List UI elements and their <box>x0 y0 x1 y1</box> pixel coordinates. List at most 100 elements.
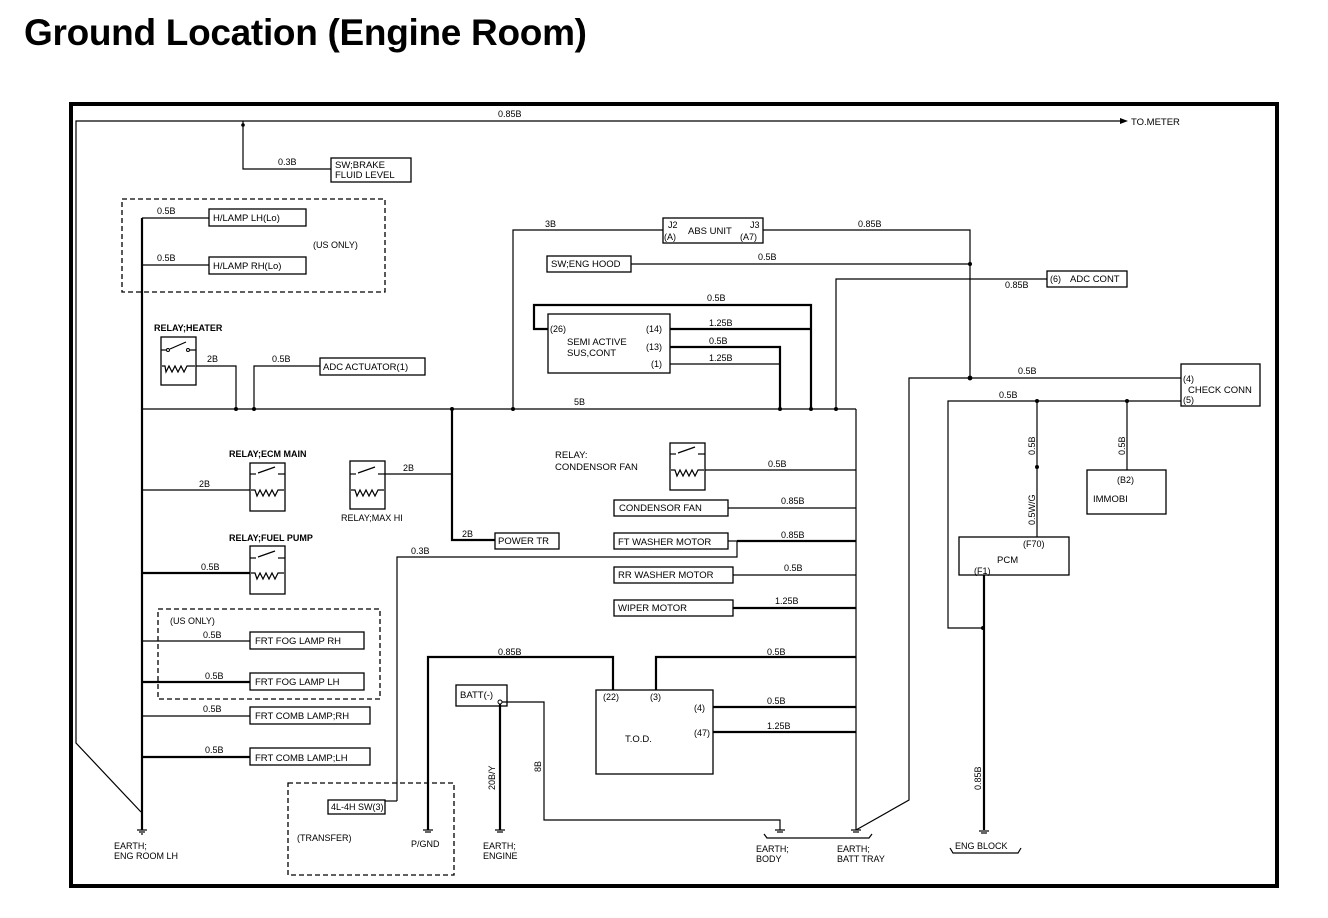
svg-text:RR WASHER MOTOR: RR WASHER MOTOR <box>618 570 714 581</box>
relay-condfan-wire: 0.5B <box>768 459 787 469</box>
svg-text:(F70): (F70) <box>1023 539 1045 549</box>
svg-text:(1): (1) <box>651 359 662 369</box>
batt-20-wire: 20B/Y <box>487 765 497 790</box>
relay-heater-wire: 2B <box>207 354 218 364</box>
tod-unit: (22) (3) (4) (47) T.O.D. <box>595 689 714 775</box>
svg-text:(13): (13) <box>646 342 662 352</box>
svg-text:(47): (47) <box>694 728 710 738</box>
abs-right-wire: 0.85B <box>858 219 882 229</box>
rr-washer-motor: RR WASHER MOTOR <box>613 566 734 584</box>
ft-washer-motor: FT WASHER MOTOR <box>613 532 729 550</box>
brake-fluid-wire: 0.3B <box>241 121 331 170</box>
adc-cont: (6) ADC CONT <box>1046 270 1128 288</box>
svg-text:0.5B: 0.5B <box>205 671 224 681</box>
wiper-motor: WIPER MOTOR <box>613 599 734 617</box>
svg-text:FRT FOG LAMP RH: FRT FOG LAMP RH <box>255 636 341 647</box>
relay-coil-icon <box>162 364 195 374</box>
svg-text:0.85B: 0.85B <box>498 109 522 119</box>
frt-fog-lamp-rh: 0.5B FRT FOG LAMP RH <box>142 630 365 650</box>
relay-ecm-label: RELAY;ECM MAIN <box>229 449 307 459</box>
svg-text:ENG ROOM LH: ENG ROOM LH <box>114 851 178 861</box>
svg-text:WIPER MOTOR: WIPER MOTOR <box>618 603 687 614</box>
svg-text:(4): (4) <box>1183 374 1194 384</box>
relay-heater <box>160 336 197 386</box>
ground-icon <box>423 829 433 833</box>
ground-icon <box>979 830 989 834</box>
svg-text:ADC ACTUATOR(1): ADC ACTUATOR(1) <box>323 362 408 373</box>
sus-14-wire: 1.25B <box>709 318 733 328</box>
tod-4-wire: 0.5B <box>767 696 786 706</box>
us-only-label: (US ONLY) <box>313 240 358 250</box>
tod-22-wire: 0.85B <box>498 647 522 657</box>
relay-max-hi-wire: 2B <box>403 463 414 473</box>
transfer-wire: 0.3B <box>411 546 430 556</box>
svg-text:SW;ENG HOOD: SW;ENG HOOD <box>551 259 621 270</box>
relay-condensor-fan <box>669 442 706 491</box>
svg-text:FRT FOG LAMP LH: FRT FOG LAMP LH <box>255 677 340 688</box>
sus-1-wire: 1.25B <box>709 353 733 363</box>
svg-text:(B2): (B2) <box>1117 475 1134 485</box>
immobi-wire: 0.5B <box>1117 436 1127 455</box>
frt-comb-lamp-rh: 0.5B FRT COMB LAMP;RH <box>142 704 371 725</box>
svg-text:J2: J2 <box>668 220 678 230</box>
wiper-wire: 1.25B <box>775 596 799 606</box>
svg-text:BATT(-): BATT(-) <box>460 690 493 701</box>
pcm: (F70) PCM (F1) <box>958 536 1070 576</box>
svg-text:0.5B: 0.5B <box>203 630 222 640</box>
condensor-fan: CONDENSOR FAN <box>613 499 729 517</box>
ground-icon <box>137 829 147 835</box>
earth-eng-room-label: EARTH; <box>114 841 147 851</box>
check-4-wire: 0.5B <box>1018 366 1037 376</box>
eng-block-label: ENG BLOCK <box>955 841 1008 851</box>
abs-unit: J2 (A) ABS UNIT J3 (A7) <box>662 217 764 244</box>
check-conn: (4) CHECK CONN (5) <box>1180 363 1261 407</box>
relay-fuel-pump <box>249 545 286 595</box>
abs-left-wire: 3B <box>545 219 556 229</box>
earth-engine-label: EARTH; <box>483 841 516 851</box>
sus-26-wire: 0.5B <box>707 293 726 303</box>
svg-text:FRT COMB LAMP;LH: FRT COMB LAMP;LH <box>255 753 348 764</box>
svg-text:J3: J3 <box>750 220 760 230</box>
svg-text:FRT COMB LAMP;RH: FRT COMB LAMP;RH <box>255 711 349 722</box>
adc-actuator-wire: 0.5B <box>272 354 291 364</box>
svg-text:(A): (A) <box>664 232 676 242</box>
svg-text:CHECK CONN: CHECK CONN <box>1188 385 1252 396</box>
batt-negative: BATT(-) <box>455 684 508 707</box>
earth-body-label: EARTH; <box>756 844 789 854</box>
svg-text:(5): (5) <box>1183 395 1194 405</box>
ground-icon <box>851 829 861 833</box>
check-5-wire: 0.5B <box>999 390 1018 400</box>
semi-active-sus-cont: (26) (14) SEMI ACTIVE SUS,CONT (13) (1) <box>547 313 671 374</box>
tod-3-wire: 0.5B <box>767 647 786 657</box>
sw-4l-4h: 4L-4H SW(3) <box>327 799 386 815</box>
svg-text:SEMI ACTIVE: SEMI ACTIVE <box>567 337 627 348</box>
svg-text:H/LAMP RH(Lo): H/LAMP RH(Lo) <box>213 261 281 272</box>
cond-fan-wire: 0.85B <box>781 496 805 506</box>
svg-text:0.5B: 0.5B <box>157 206 176 216</box>
frt-fog-lamp-lh: 0.5B FRT FOG LAMP LH <box>142 671 365 691</box>
svg-text:0.5B: 0.5B <box>205 745 224 755</box>
hlamp-rh: 0.5B H/LAMP RH(Lo) <box>142 253 307 275</box>
relay-switch-icon <box>161 341 196 352</box>
svg-text:(3): (3) <box>650 692 661 702</box>
ft-washer-wire: 0.85B <box>781 530 805 540</box>
diagram-frame <box>69 102 1279 888</box>
pgnd-label: P/GND <box>411 839 440 849</box>
relay-ecm-wire: 2B <box>199 479 210 489</box>
svg-text:FLUID LEVEL: FLUID LEVEL <box>335 170 395 181</box>
svg-text:0.5B: 0.5B <box>157 253 176 263</box>
relay-max-hi-label: RELAY;MAX HI <box>341 513 403 523</box>
eng-hood-wire: 0.5B <box>758 252 777 262</box>
svg-text:SW;BRAKE: SW;BRAKE <box>335 160 385 171</box>
earth-batt-tray-label: EARTH; <box>837 844 870 854</box>
svg-text:4L-4H SW(3): 4L-4H SW(3) <box>331 802 384 812</box>
svg-text:SUS,CONT: SUS,CONT <box>567 348 616 359</box>
svg-text:(22): (22) <box>603 692 619 702</box>
svg-text:5B: 5B <box>574 397 585 407</box>
svg-text:(4): (4) <box>694 703 705 713</box>
rr-washer-wire: 0.5B <box>784 563 803 573</box>
svg-text:T.O.D.: T.O.D. <box>625 734 652 745</box>
relay-fuel-label: RELAY;FUEL PUMP <box>229 533 313 543</box>
us-only-fog-group <box>157 608 381 700</box>
